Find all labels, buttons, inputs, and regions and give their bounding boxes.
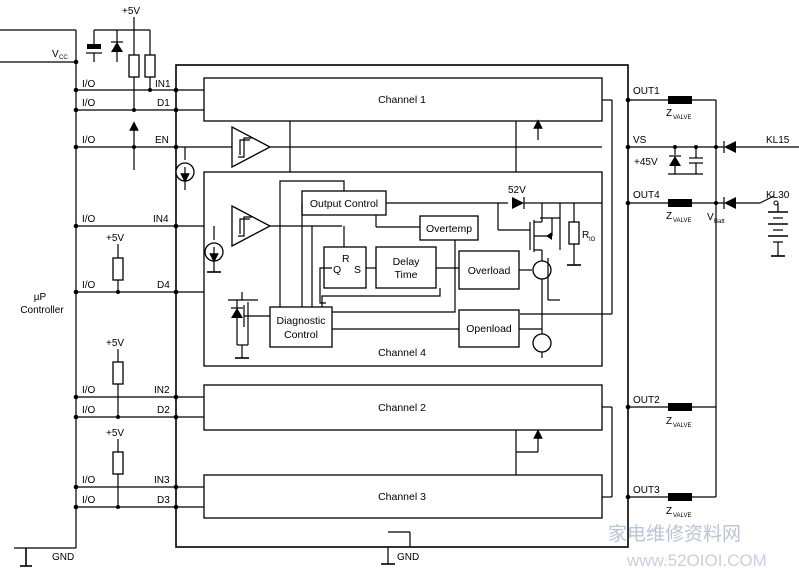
out2-label: OUT2	[633, 395, 660, 406]
pin-dots	[73, 59, 179, 510]
vs-label: VS	[633, 135, 647, 146]
io-d4: I/O	[82, 280, 96, 291]
kl30-label: KL30	[766, 190, 790, 201]
channel-2-block: Channel 2	[203, 384, 603, 431]
pin-d1: D1	[157, 98, 170, 109]
io-in4: I/O	[82, 214, 96, 225]
plus5v-top: +5V	[122, 6, 140, 17]
ff-r: R	[342, 253, 350, 265]
zvalve-2-sub: VALVE	[673, 423, 691, 429]
plus5v-d3: +5V	[106, 428, 124, 439]
io-in3: I/O	[82, 475, 96, 486]
load-network: OUT1 Z VALVE VS KL15 +45V OUT4 Z VALVE K…	[625, 86, 799, 519]
ff-s: S	[354, 264, 361, 276]
io-in2: I/O	[82, 385, 96, 396]
watermark: 家电维修资料网 www.52OIOI.COM	[608, 523, 767, 570]
vbatt-sub: Batt	[714, 219, 725, 225]
pin-d3: D3	[157, 495, 170, 506]
vcc-sub: CC	[59, 55, 68, 61]
out4-label: OUT4	[633, 190, 660, 201]
io-d2: I/O	[82, 405, 96, 416]
io-d3: I/O	[82, 495, 96, 506]
zvalve-2-z: Z	[666, 416, 672, 427]
zvalve-3-z: Z	[666, 506, 672, 517]
controller-block: V CC µP Controller GND	[0, 29, 77, 567]
clamp-label: 52V	[508, 185, 526, 196]
ic-gnd-label: GND	[397, 552, 419, 563]
zvalve-4	[668, 199, 692, 207]
zvalve-1-sub: VALVE	[673, 115, 691, 121]
diag-label-1: Diagnostic	[276, 315, 325, 327]
channel-1-label: Channel 1	[378, 94, 426, 106]
io-in1: I/O	[82, 79, 96, 90]
vcc-label: V	[52, 49, 59, 60]
output-control-label: Output Control	[310, 198, 378, 210]
zvalve-3	[668, 493, 692, 501]
rio-label: R	[582, 230, 589, 241]
channel-1-block: Channel 1	[203, 77, 603, 122]
pullup-resistors: +5V +5V +5V	[106, 233, 124, 507]
channel-4-label: Channel 4	[378, 347, 426, 359]
controller-label-2: Controller	[20, 305, 64, 316]
zvalve-4-sub: VALVE	[673, 218, 691, 224]
controller-label-1: µP	[34, 292, 47, 303]
ff-q: Q	[333, 264, 341, 276]
pin-rows: I/O IN1 I/O D1 I/O EN I/O IN4 I/O D4 I/O…	[76, 79, 242, 508]
pin-in4: IN4	[153, 214, 169, 225]
internal-bus: GND	[381, 99, 613, 565]
plus5v-d2: +5V	[106, 338, 124, 349]
ic-package	[175, 64, 629, 548]
watermark-url: www.52OIOI.COM	[626, 551, 767, 570]
openload-label: Openload	[466, 323, 512, 335]
kl15-label: KL15	[766, 135, 790, 146]
channel-2-label: Channel 2	[378, 402, 426, 414]
plus5v-d4: +5V	[106, 233, 124, 244]
input-supply-network: +5V	[86, 6, 156, 110]
overtemp-label: Overtemp	[426, 223, 472, 235]
controller-gnd-label: GND	[52, 552, 74, 563]
plus45v-label: +45V	[634, 157, 658, 168]
delay-label-2: Time	[395, 269, 418, 281]
pin-en: EN	[155, 135, 169, 146]
watermark-text: 家电维修资料网	[608, 523, 741, 545]
channel-3-label: Channel 3	[378, 491, 426, 503]
out1-label: OUT1	[633, 86, 660, 97]
pin-d4: D4	[157, 280, 170, 291]
pin-in2: IN2	[154, 385, 170, 396]
pin-in3: IN3	[154, 475, 170, 486]
pin-d2: D2	[157, 405, 170, 416]
delay-label-1: Delay	[393, 256, 421, 268]
vbatt-label: V	[707, 212, 714, 223]
out3-label: OUT3	[633, 485, 660, 496]
pin-in1: IN1	[155, 79, 171, 90]
zvalve-1-z: Z	[666, 108, 672, 119]
overload-label: Overload	[468, 265, 511, 277]
io-en: I/O	[82, 135, 96, 146]
diag-label-2: Control	[284, 329, 318, 341]
zvalve-3-sub: VALVE	[673, 513, 691, 519]
zvalve-2	[668, 403, 692, 411]
zvalve-4-z: Z	[666, 211, 672, 222]
channel-4-block: Channel 4 Output Control Overtemp	[203, 171, 612, 367]
channel-3-block: Channel 3	[203, 474, 603, 519]
zvalve-1	[668, 96, 692, 104]
io-d1: I/O	[82, 98, 96, 109]
rio-sub: IO	[589, 237, 596, 243]
